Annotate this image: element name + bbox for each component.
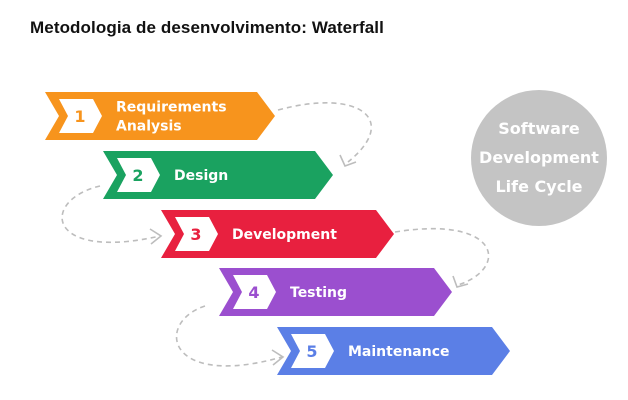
step-shape: [45, 92, 275, 140]
page-title: Metodologia de desenvolvimento: Waterfal…: [30, 18, 384, 37]
step-maintenance: 5 Maintenance: [277, 327, 510, 375]
step-shape: [103, 151, 333, 199]
connector-2-3: [61, 185, 163, 245]
step-label: Requirements: [116, 100, 227, 116]
step-development: 3 Development: [161, 210, 394, 258]
connector-1-2: [277, 102, 372, 168]
step-number-badge: [117, 158, 160, 192]
step-number: 2: [132, 166, 143, 185]
circle-line-2: Development: [479, 148, 599, 167]
step-number-badge: [59, 99, 102, 133]
step-shape: [277, 327, 510, 375]
step-number-badge: [291, 334, 334, 368]
step-number: 4: [248, 283, 259, 302]
connector-4-5: [175, 305, 285, 367]
step-shape: [161, 210, 394, 258]
step-label: Maintenance: [348, 344, 450, 360]
step-label: Analysis: [116, 119, 182, 135]
step-testing: 4 Testing: [219, 268, 452, 316]
step-label: Development: [232, 227, 337, 243]
circle-line-3: Life Cycle: [495, 177, 582, 196]
connector-3-4: [394, 227, 490, 288]
sdlc-circle: Software Development Life Cycle: [471, 90, 607, 226]
step-number-badge: [175, 217, 218, 251]
step-number-badge: [233, 275, 276, 309]
step-number: 3: [190, 225, 201, 244]
step-label: Testing: [290, 285, 347, 301]
step-label: Design: [174, 168, 228, 184]
step-number: 1: [74, 107, 85, 126]
step-design: 2 Design: [103, 151, 333, 199]
circle-line-1: Software: [498, 119, 580, 138]
step-shape: [219, 268, 452, 316]
step-number: 5: [306, 342, 317, 361]
